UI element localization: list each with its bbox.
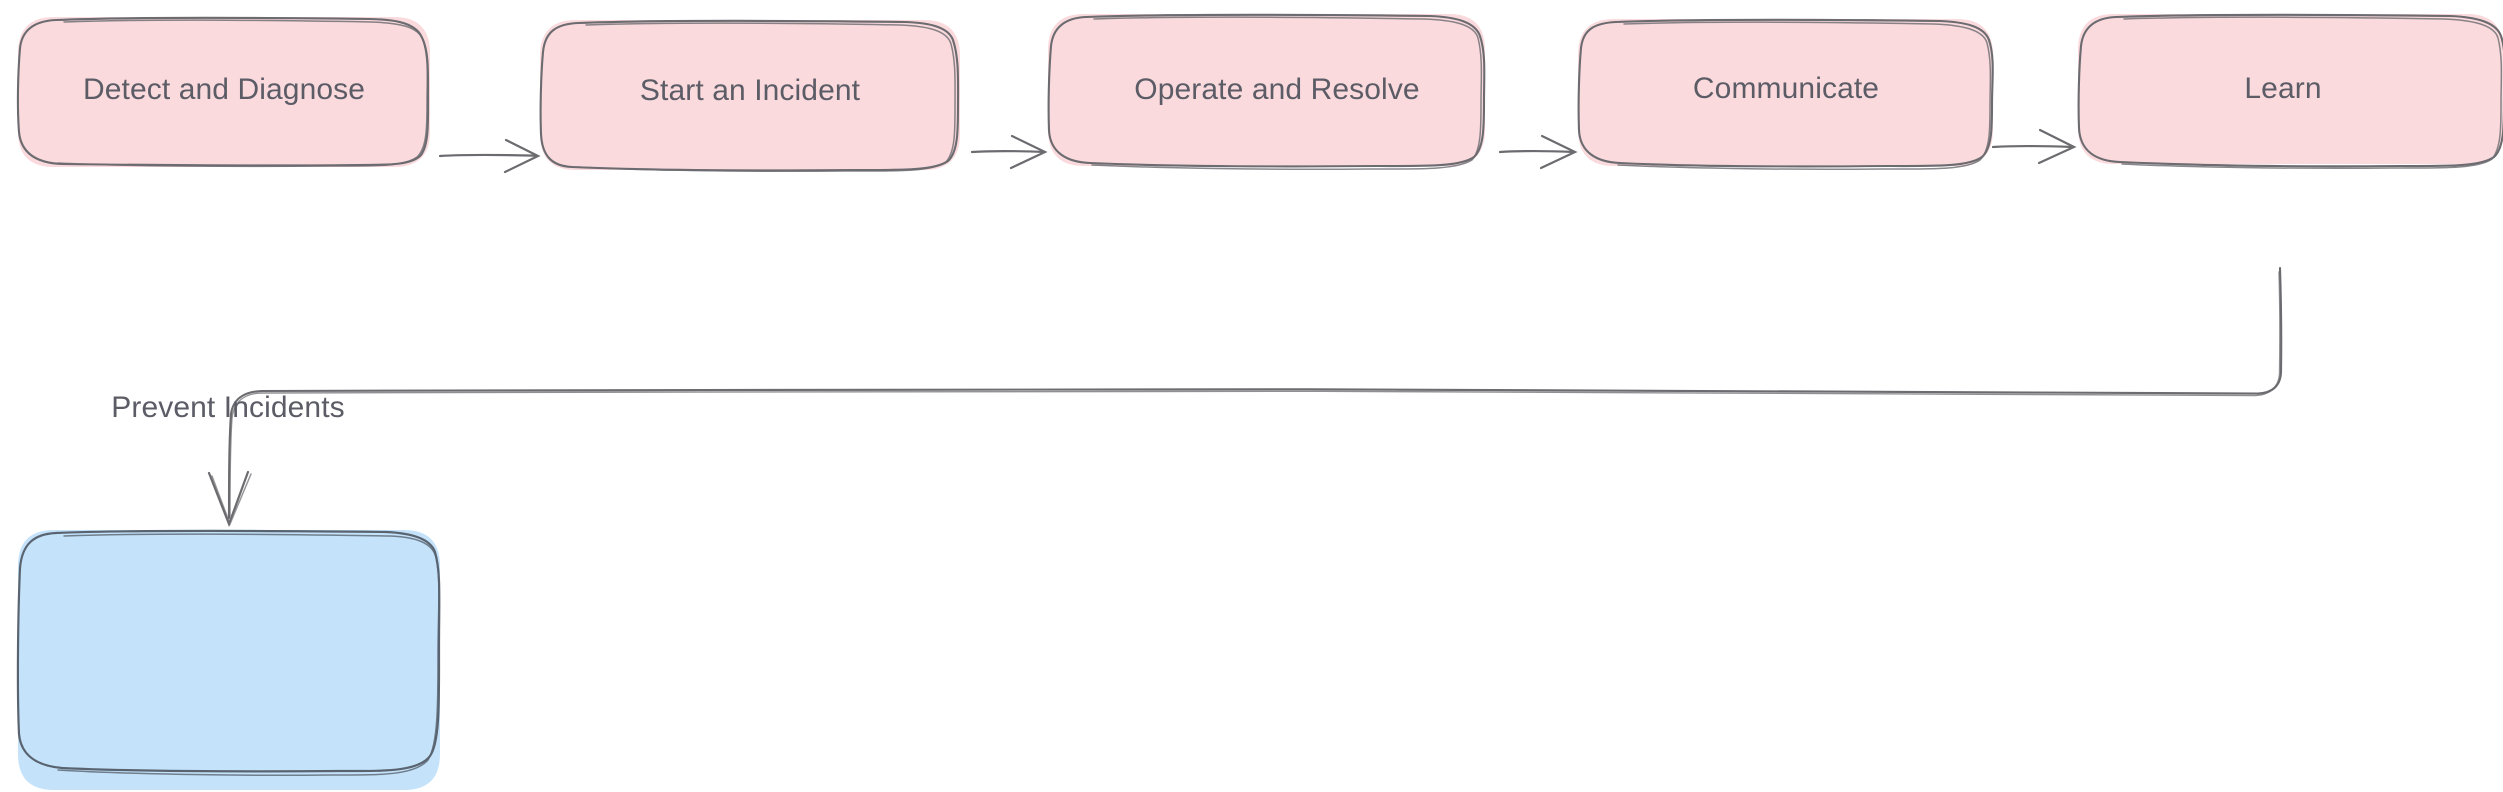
node-detect-and-diagnose[interactable] xyxy=(16,16,430,168)
node-prevent-incidents-fill xyxy=(18,530,440,790)
node-learn[interactable] xyxy=(2077,13,2503,170)
edge-learn-to-prevent-arrowhead-sketch xyxy=(211,473,252,527)
node-detect-and-diagnose-outline-sketch xyxy=(57,19,429,168)
edge-detect-to-start xyxy=(438,138,541,174)
edge-learn-to-prevent-arrowhead xyxy=(207,470,250,528)
edge-learn-to-prevent xyxy=(207,266,2283,528)
node-operate-and-resolve-fill xyxy=(1048,14,1485,166)
node-learn-outline xyxy=(2077,13,2503,168)
node-learn-fill xyxy=(2078,14,2503,164)
node-communicate-outline xyxy=(1577,18,1994,168)
node-operate-and-resolve-outline-sketch xyxy=(1091,16,1483,171)
node-start-an-incident-outline xyxy=(539,19,960,172)
node-prevent-incidents-outline xyxy=(16,529,441,773)
node-communicate[interactable] xyxy=(1577,18,1994,171)
edge-start-to-operate xyxy=(970,134,1048,170)
node-start-an-incident-outline-sketch xyxy=(577,22,956,173)
node-start-an-incident-fill xyxy=(540,20,960,170)
node-learn-outline-sketch xyxy=(2121,16,2503,170)
node-communicate-outline-sketch xyxy=(1617,21,1992,171)
edge-learn-to-prevent-path-sketch xyxy=(229,271,2281,517)
node-operate-and-resolve[interactable] xyxy=(1047,13,1486,171)
node-communicate-fill xyxy=(1578,19,1993,166)
node-prevent-incidents-outline-sketch xyxy=(57,533,440,777)
edge-operate-to-communicate xyxy=(1498,134,1578,170)
edge-communicate-to-learn xyxy=(1991,128,2077,165)
node-operate-and-resolve-outline xyxy=(1047,13,1486,168)
node-start-an-incident[interactable] xyxy=(539,19,960,173)
node-detect-and-diagnose-fill xyxy=(18,17,430,167)
node-prevent-incidents[interactable] xyxy=(16,529,441,790)
